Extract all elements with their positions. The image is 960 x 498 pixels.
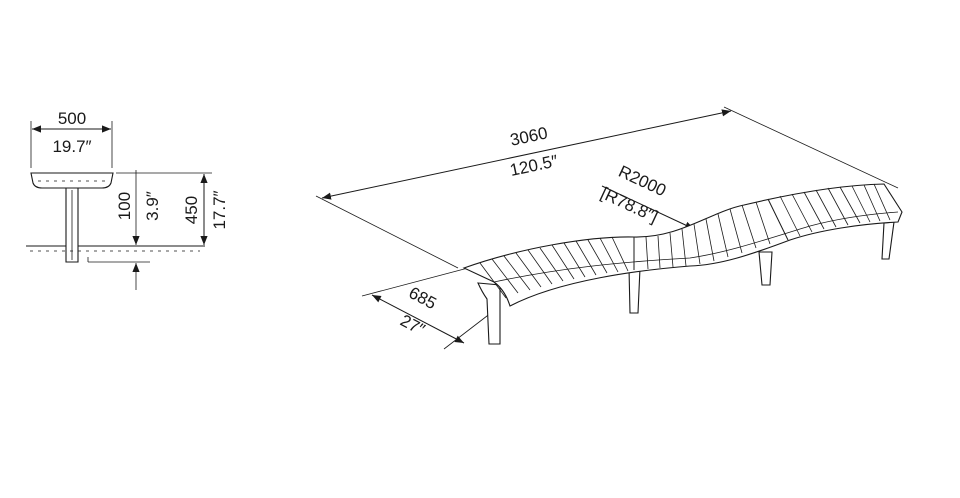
slat [851, 185, 871, 223]
bench-slats [479, 183, 891, 299]
slat [611, 236, 629, 272]
bench-seat [462, 183, 903, 307]
slat [657, 235, 661, 269]
width-mm-label: 500 [58, 109, 86, 128]
bench-leg-4 [881, 221, 895, 260]
slat [599, 237, 619, 273]
slat [741, 204, 757, 249]
slat [681, 228, 687, 267]
slat [575, 240, 597, 276]
slat [503, 255, 531, 291]
slat [779, 195, 801, 237]
height-mm-label: 450 [182, 196, 201, 224]
bench-leg-1 [477, 282, 501, 345]
seat-depth-in-label: 27″ [397, 311, 428, 339]
slat [791, 193, 813, 233]
slat [479, 262, 507, 299]
slat [527, 249, 553, 285]
length-in-label: 120.5″ [508, 151, 559, 180]
slat [827, 187, 849, 226]
slat [551, 244, 575, 280]
bench-leg-3 [758, 251, 773, 286]
seat-depth-dimension-line [371, 294, 465, 344]
length-mm-label: 3060 [508, 123, 549, 149]
slat [803, 191, 825, 230]
slat [863, 184, 881, 222]
bench-leg-2 [628, 267, 641, 314]
slat [729, 208, 743, 254]
slat [539, 247, 564, 282]
width-in-label: 19.7″ [52, 137, 91, 156]
section-view: 500 19.7″ 100 3.9″ 450 17.7″ [26, 109, 229, 290]
slat [645, 236, 649, 270]
slat [515, 252, 542, 288]
slat [873, 183, 891, 221]
slat [717, 213, 729, 258]
slat [669, 232, 674, 268]
seat-segment-joint [767, 198, 789, 241]
radius-leader [601, 185, 695, 230]
length-dimension-line [321, 109, 732, 200]
slat [705, 218, 715, 262]
slat [587, 239, 608, 274]
slat [563, 242, 586, 278]
bench-view: 3060 120.5″ R2000 [R78.8″] 685 27″ [315, 106, 903, 350]
height-in-label: 17.7″ [210, 190, 229, 229]
slat [693, 223, 701, 265]
slat [839, 186, 861, 224]
slat [755, 201, 771, 245]
slat [491, 258, 519, 294]
seat-profile [30, 172, 114, 189]
seat-depth-extension-top [361, 267, 469, 297]
seat-depth-mm-label: 685 [406, 283, 440, 313]
length-extension-left [315, 195, 459, 269]
depth-mm-label: 100 [115, 192, 134, 220]
slat [815, 189, 837, 228]
length-extension-right [723, 106, 899, 189]
depth-in-label: 3.9″ [143, 191, 162, 221]
